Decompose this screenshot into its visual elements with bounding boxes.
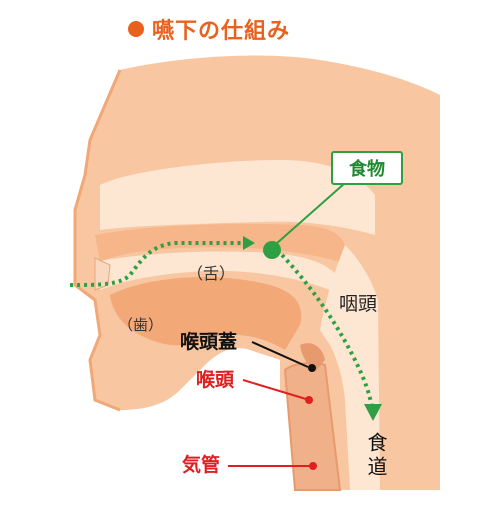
diagram-title: 嚥下の仕組み (128, 13, 290, 45)
pharynx-label: 咽頭 (339, 293, 378, 315)
tongue-label: （舌） (187, 264, 236, 283)
trachea-dot (309, 462, 317, 470)
larynx-pointer (242, 379, 307, 400)
food-label-text: 食物 (349, 159, 385, 180)
epiglottis-label: 喉頭蓋 (180, 331, 238, 353)
larynx-label: 喉頭 (196, 369, 235, 391)
pharynx-channel (320, 245, 380, 490)
trachea-label: 気管 (182, 454, 221, 476)
flow-arrow-icon (243, 236, 255, 250)
food-label: 食物 (331, 151, 403, 185)
food-connector (275, 182, 346, 245)
food-descent-line (280, 253, 374, 409)
esophagus-label: 食道 (364, 432, 388, 480)
face-outline (73, 69, 122, 412)
bullet-dot-icon (128, 21, 144, 37)
epiglottis-dot (308, 364, 316, 372)
teeth-label: （歯） (118, 316, 164, 334)
mouth-cavity (95, 251, 340, 290)
food-path-line (69, 241, 245, 287)
tongue-shape (110, 277, 302, 350)
flow-arrow-icon (364, 404, 382, 421)
palate (95, 223, 345, 262)
larynx-dot (305, 396, 313, 404)
food-bolus-icon (263, 241, 281, 259)
epiglottis-pointer (251, 341, 309, 368)
title-text: 嚥下の仕組み (152, 19, 291, 44)
epiglottis-shape (300, 343, 325, 372)
